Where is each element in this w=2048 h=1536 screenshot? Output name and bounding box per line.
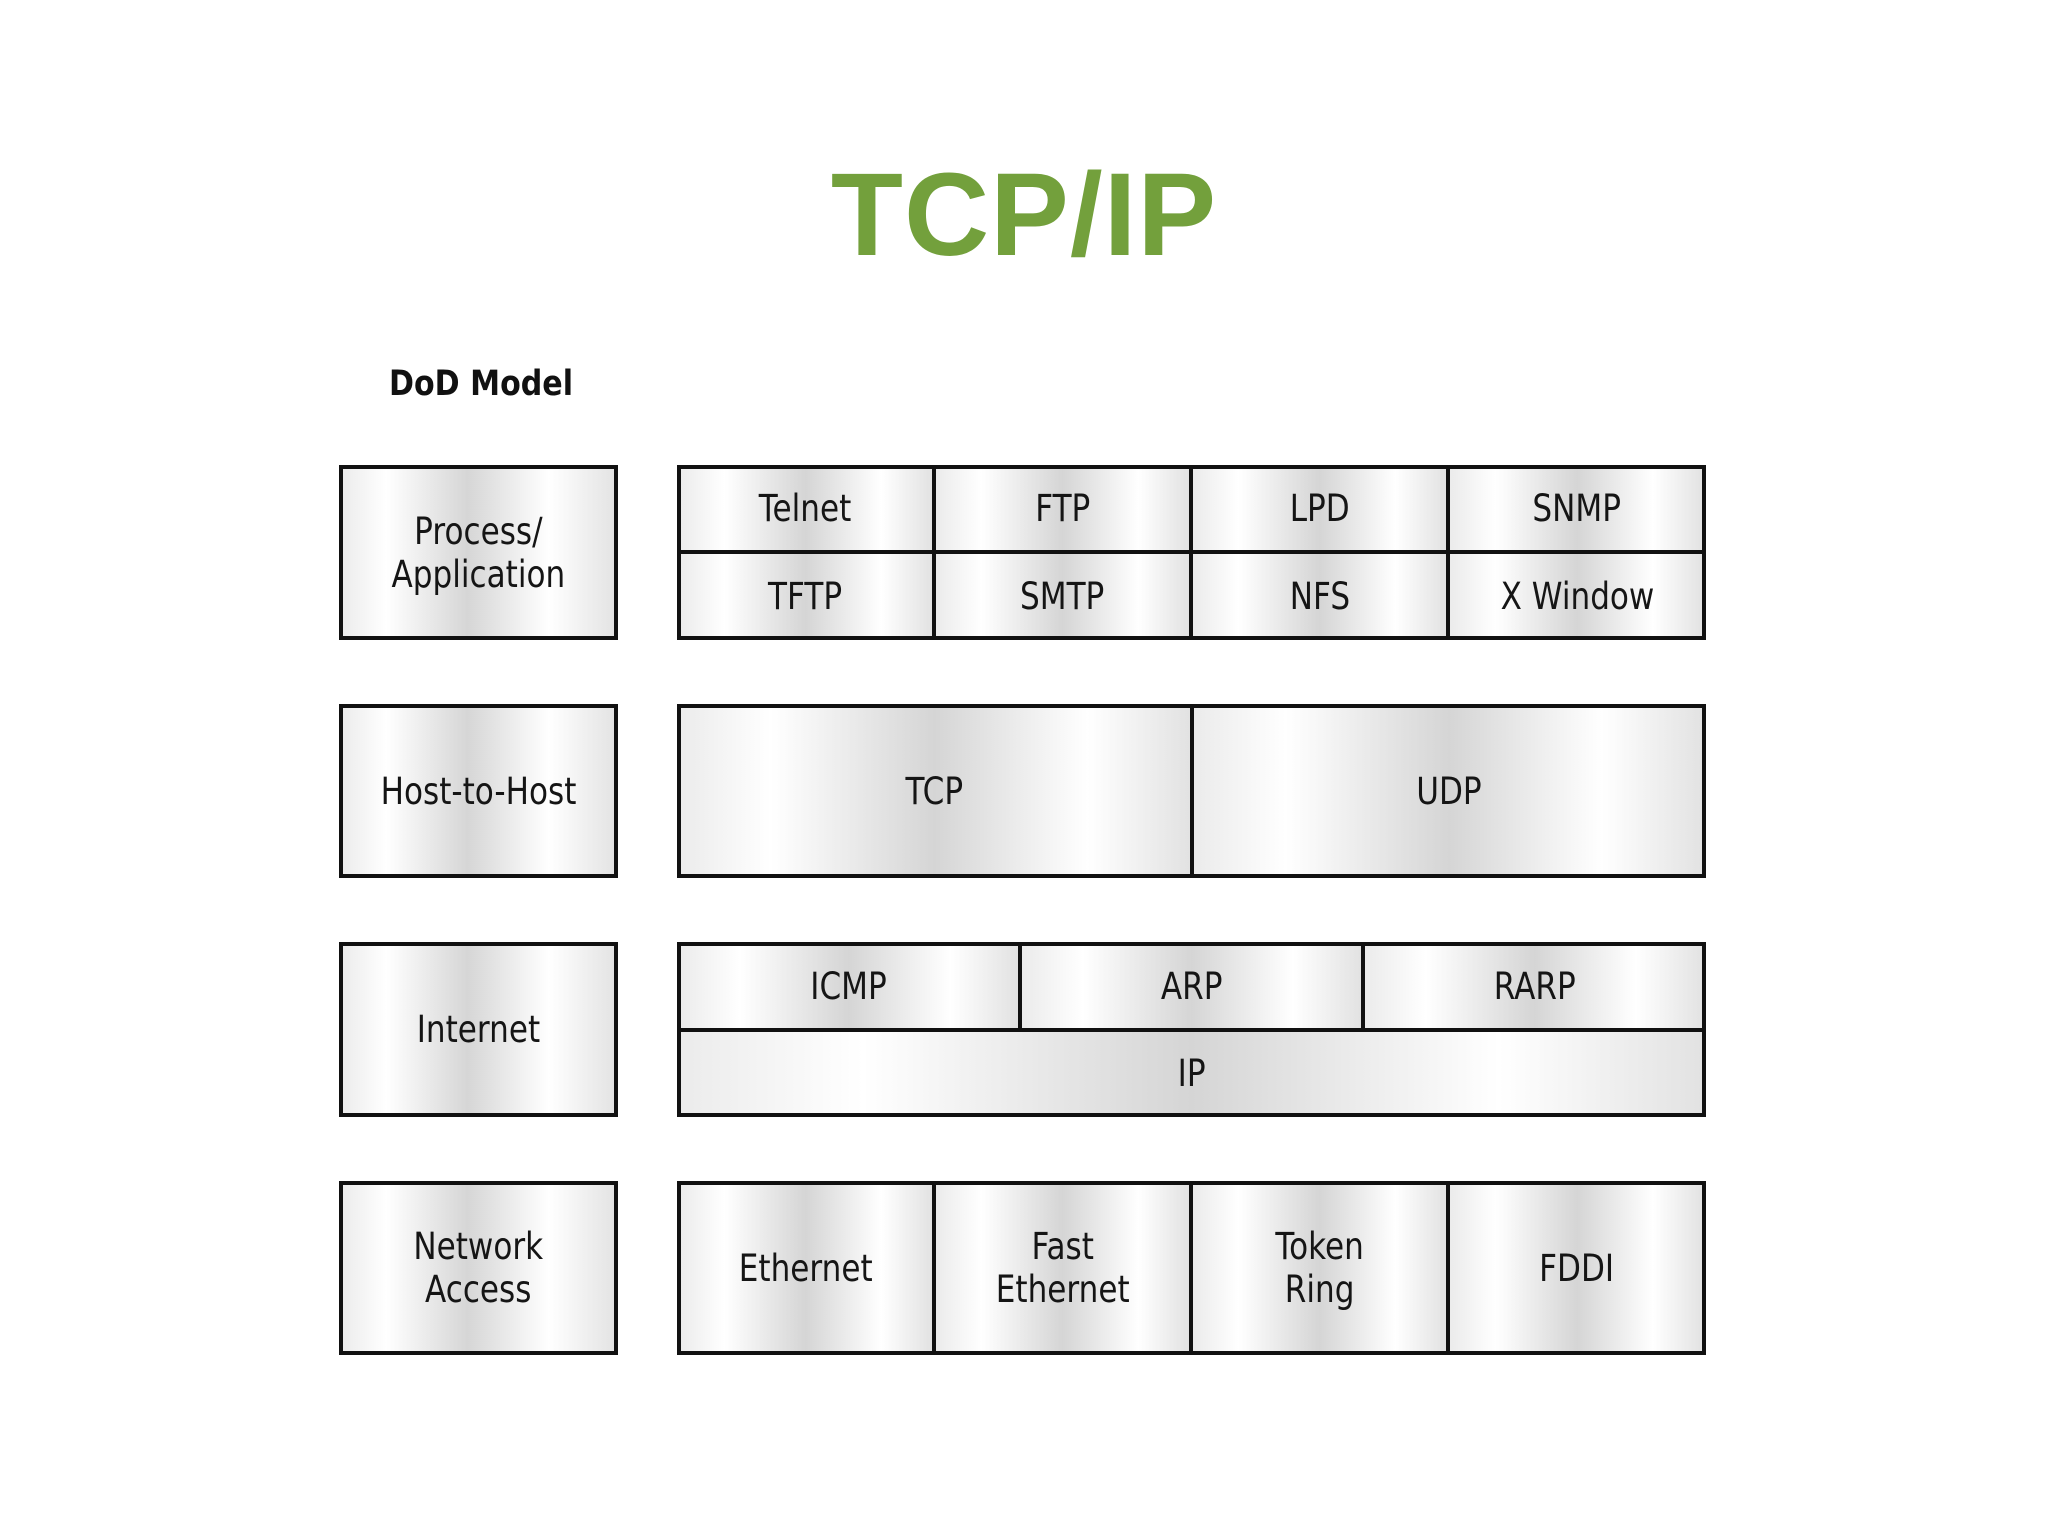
protocol-cell: ICMP [677,942,1020,1030]
protocol-label: FDDI [1539,1246,1615,1290]
protocol-cell: IP [677,1030,1706,1117]
protocol-label: UDP [1416,769,1482,813]
protocol-cell: Fast Ethernet [934,1181,1191,1355]
protocol-label: ICMP [810,964,887,1008]
protocol-cell: NFS [1191,552,1448,640]
protocol-label: SNMP [1532,487,1622,530]
protocol-label: LPD [1289,487,1350,530]
protocol-cell: SMTP [934,552,1191,640]
layer-process-application-label: Process/ Application [391,509,566,596]
layer-network-access-label: Network Access [413,1225,544,1311]
protocol-label: Token Ring [1275,1225,1364,1311]
layer-process-application: Process/ Application [339,465,618,640]
protocol-label: IP [1177,1052,1206,1095]
protocol-cell: FTP [934,465,1191,552]
protocol-label: TCP [905,769,964,813]
protocol-cell: ARP [1020,942,1363,1030]
protocol-label: X Window [1500,574,1654,618]
protocol-label: NFS [1289,574,1350,618]
dod-model-heading: DoD Model [389,364,574,404]
protocol-label: Telnet [759,487,852,530]
diagram-title: TCP/IP [830,149,1218,281]
protocol-cell: FDDI [1448,1181,1706,1355]
layer-host-to-host-label: Host-to-Host [380,769,577,813]
protocol-cell: RARP [1363,942,1706,1030]
protocol-cell: LPD [1191,465,1448,552]
layer-internet: Internet [339,942,618,1117]
protocol-cell: Token Ring [1191,1181,1448,1355]
protocol-label: SMTP [1020,574,1105,618]
protocol-cell: UDP [1192,704,1706,878]
protocol-label: ARP [1160,964,1223,1008]
protocol-cell: X Window [1448,552,1706,640]
protocol-cell: Telnet [677,465,934,552]
protocol-cell: TFTP [677,552,934,640]
layer-host-to-host: Host-to-Host [339,704,618,878]
protocol-cell: Ethernet [677,1181,934,1355]
protocol-label: Fast Ethernet [995,1225,1130,1311]
protocol-label: FTP [1034,487,1091,530]
protocol-label: Ethernet [738,1246,873,1290]
protocol-label: TFTP [768,574,843,618]
protocol-cell: TCP [677,704,1192,878]
protocol-cell: SNMP [1448,465,1706,552]
layer-internet-label: Internet [416,1008,541,1051]
protocol-label: RARP [1493,964,1576,1008]
layer-network-access: Network Access [339,1181,618,1355]
